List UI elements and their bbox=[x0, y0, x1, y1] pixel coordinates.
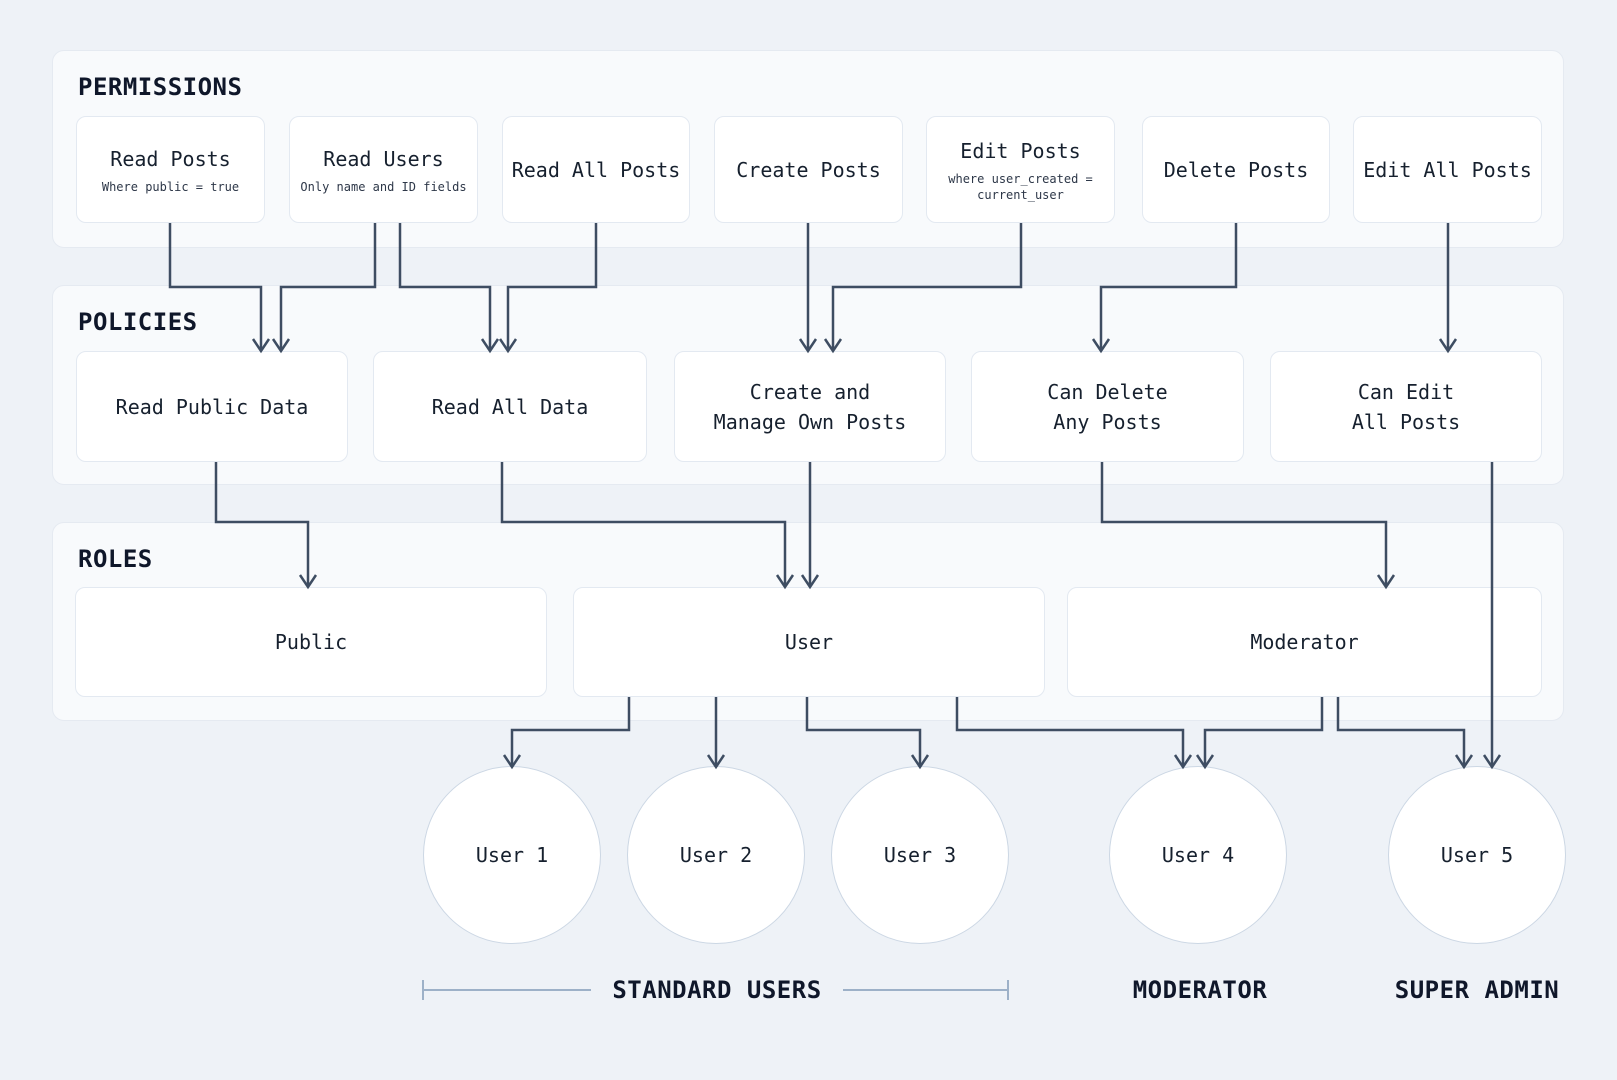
permissions-section-title: PERMISSIONS bbox=[78, 73, 243, 101]
user-circle-user-4: User 4 bbox=[1109, 766, 1287, 944]
node-sublabel: Where public = true bbox=[101, 180, 240, 194]
node-label: Read Public Data bbox=[115, 394, 309, 419]
permission-node-edit-posts: Edit Posts where user_created = current_u… bbox=[926, 116, 1115, 223]
user-circle-label: User 4 bbox=[1161, 843, 1235, 867]
arrowhead-icon bbox=[1482, 754, 1502, 770]
group-label-standard-users: STANDARD USERS bbox=[612, 976, 822, 1004]
permission-node-create-posts: Create Posts bbox=[714, 116, 903, 223]
node-label: Read Users bbox=[323, 147, 444, 171]
node-label: Read Posts bbox=[110, 147, 231, 171]
node-label: User bbox=[784, 630, 834, 654]
node-label: Delete Posts bbox=[1163, 157, 1309, 182]
node-label: Create Posts bbox=[736, 157, 881, 182]
node-label: Create and Manage Own Posts bbox=[713, 379, 907, 434]
arrowhead-icon bbox=[1454, 754, 1474, 770]
user-circle-label: User 5 bbox=[1440, 843, 1514, 867]
user-circle-label: User 3 bbox=[883, 843, 957, 867]
node-sublabel: where user_created = current_user bbox=[948, 172, 1093, 202]
user-circle-label: User 2 bbox=[679, 843, 753, 867]
arrowhead-icon bbox=[1173, 754, 1193, 770]
user-circle-user-3: User 3 bbox=[831, 766, 1009, 944]
node-label: Moderator bbox=[1250, 630, 1359, 654]
policy-node-read-public-data: Read Public Data bbox=[76, 351, 348, 462]
user-circle-user-5: User 5 bbox=[1388, 766, 1566, 944]
policies-section-title: POLICIES bbox=[78, 308, 198, 336]
permission-node-delete-posts: Delete Posts bbox=[1142, 116, 1330, 223]
user-circle-user-2: User 2 bbox=[627, 766, 805, 944]
policy-node-read-all-data: Read All Data bbox=[373, 351, 647, 462]
group-label-moderator-group: MODERATOR bbox=[1132, 976, 1268, 1004]
policy-node-can-delete-any-posts: Can Delete Any Posts bbox=[971, 351, 1244, 462]
user-circle-label: User 1 bbox=[475, 843, 549, 867]
permission-node-edit-all-posts: Edit All Posts bbox=[1353, 116, 1542, 223]
group-label-super-admin: SUPER ADMIN bbox=[1394, 976, 1560, 1004]
node-label: Can Delete Any Posts bbox=[1047, 379, 1168, 434]
policy-node-can-edit-all-posts: Can Edit All Posts bbox=[1270, 351, 1542, 462]
policy-node-create-and-manage-own-posts: Create and Manage Own Posts bbox=[674, 351, 946, 462]
node-label: Edit Posts bbox=[960, 139, 1081, 163]
roles-section-title: ROLES bbox=[78, 545, 153, 573]
role-node-moderator: Moderator bbox=[1067, 587, 1542, 697]
role-node-user: User bbox=[573, 587, 1045, 697]
role-node-public: Public bbox=[75, 587, 547, 697]
node-label: Can Edit All Posts bbox=[1351, 379, 1461, 434]
user-circle-user-1: User 1 bbox=[423, 766, 601, 944]
node-label: Public bbox=[274, 630, 348, 654]
node-sublabel: Only name and ID fields bbox=[300, 180, 467, 194]
node-label: Edit All Posts bbox=[1363, 157, 1532, 182]
node-label: Read All Posts bbox=[511, 157, 681, 182]
permission-node-read-all-posts: Read All Posts bbox=[502, 116, 690, 223]
node-label: Read All Data bbox=[431, 394, 589, 419]
